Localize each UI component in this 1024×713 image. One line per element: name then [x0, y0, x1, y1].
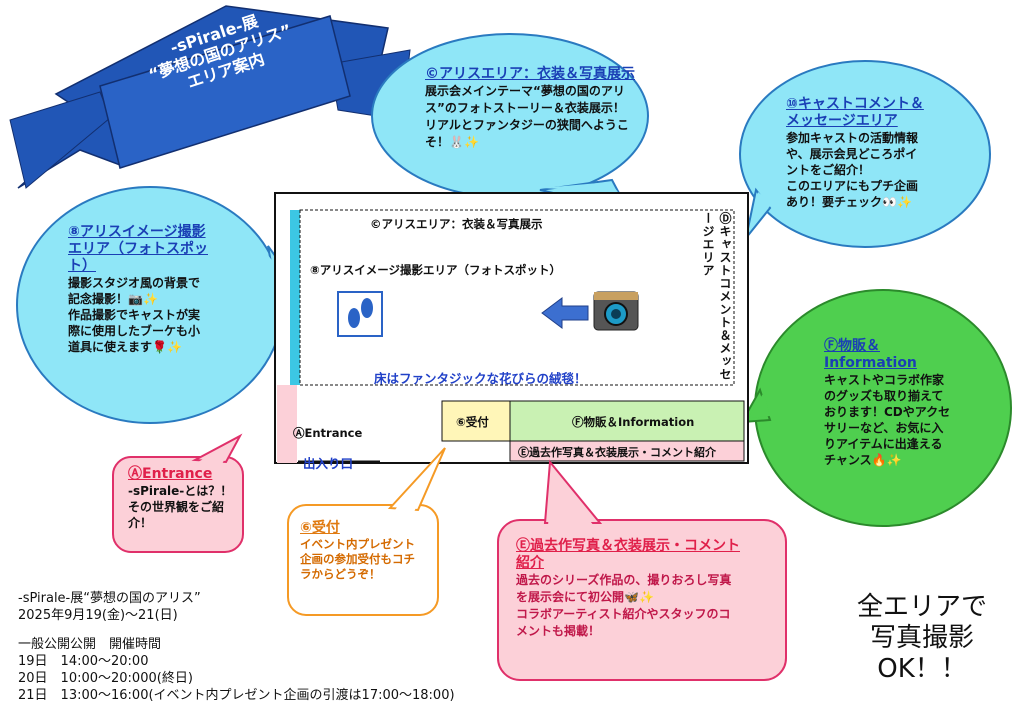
arrow-left-icon	[541, 297, 589, 329]
map-reception-label: ⑥受付	[456, 415, 489, 429]
callout-line: イベント内プレゼント	[300, 537, 415, 551]
map-entrance-label: ⒶEntrance	[293, 426, 363, 440]
callout-line: チャンス🔥✨	[824, 453, 902, 467]
photo-ok-line: OK！！	[877, 654, 967, 684]
callout-line: 撮影スタジオ風の背景で	[68, 276, 201, 290]
ribbon-main	[99, 15, 351, 169]
callout-heading: エリア（フォトスポッ	[68, 241, 208, 257]
box-entrance	[112, 433, 244, 553]
map-cast-vertical-label: Ⓓキャストコメント＆メッセージエリア	[701, 212, 732, 381]
map-floor-note: 床はファンタジックな花びらの絨毯！	[374, 371, 587, 386]
map-alice-area-label: ©アリスエリア：衣装＆写真展示	[370, 217, 543, 231]
box-past-works	[497, 459, 787, 681]
callout-line: その世界観をご紹	[128, 500, 225, 514]
callout-line: 参加キャストの活動情報	[786, 131, 919, 145]
callout-line: 作品撮影でキャストが実	[68, 308, 201, 322]
callout-heading: 紹介	[516, 555, 544, 571]
callout-line: 道具に使えます🌹✨	[68, 340, 182, 354]
box-reception	[287, 447, 446, 616]
event-schedule-row: 20日 10:00〜20:000(終日)	[18, 671, 193, 686]
map-photo-spot-label: ⑧アリスイメージ撮影エリア（フォトスポット）	[310, 263, 562, 277]
event-schedule-row: 19日 14:00〜20:00	[18, 654, 149, 669]
callout-line: メントも掲載！	[516, 624, 601, 638]
callout-heading: ⑧アリスイメージ撮影	[68, 224, 206, 240]
callout-line: 企画の参加受付もコチ	[300, 552, 415, 566]
callout-line: このエリアにもプチ企画	[786, 179, 919, 193]
callout-heading: メッセージエリア	[786, 113, 898, 129]
callout-line: 際に使用したブーケも小	[68, 324, 201, 338]
callout-line: サリーなど、お気に入	[824, 421, 944, 435]
callout-line: そ！🐰✨	[425, 135, 479, 149]
callout-heading: Information	[824, 355, 917, 371]
callout-line: を展示会にて初公開🦋✨	[516, 590, 654, 604]
callout-line: 展示会メインテーマ“夢想の国のアリ	[425, 84, 625, 98]
callout-line: のグッズも取り揃えて	[824, 389, 944, 403]
callout-heading: ©アリスエリア：衣装＆写真展示	[425, 66, 635, 82]
callout-heading: ⑥受付	[300, 520, 340, 536]
callout-entrance: ⒶEntrance -sPirale-とは？！ その世界観をご紹 介！	[128, 466, 232, 531]
callout-line: りアイテムに出逢える	[824, 437, 943, 451]
photo-ok-line: 写真撮影	[869, 623, 974, 653]
callout-line: ス”のフォトストーリー＆衣装展示！	[425, 101, 625, 115]
callout-photo-spot: ⑧アリスイメージ撮影 エリア（フォトスポッ ト） 撮影スタジオ風の背景で 記念撮…	[68, 224, 208, 355]
callout-line: 過去のシリーズ作品の、撮りおろし写真	[516, 573, 732, 587]
callout-heading: ⒶEntrance	[128, 466, 213, 482]
event-dates: 2025年9月19(金)〜21(日)	[18, 608, 178, 623]
event-info: -sPirale-展“夢想の国のアリス” 2025年9月19(金)〜21(日) …	[18, 590, 455, 704]
callout-line: あり！要チェック👀✨	[786, 195, 912, 209]
map-past-label: Ⓔ過去作写真＆衣装展示・コメント紹介	[518, 446, 716, 459]
callout-line: リアルとファンタジーの狭間へようこ	[425, 118, 629, 132]
bubble-goods	[740, 289, 1012, 527]
photo-ok-line: 全エリアで	[856, 592, 987, 622]
event-title: -sPirale-展“夢想の国のアリス”	[18, 591, 201, 606]
bubble-cast-comment	[739, 60, 991, 248]
event-schedule-row: 21日 13:00〜16:00(イベント内プレゼント企画の引渡は17:00〜18…	[18, 688, 455, 703]
callout-line: や、展示会見どころポイ	[786, 147, 918, 161]
callout-goods: Ⓕ物販＆ Information キャストやコラボ作家 のグッズも取り揃えて お…	[824, 338, 950, 468]
callout-heading: Ⓔ過去作写真＆衣装展示・コメント	[516, 538, 740, 554]
callout-line: キャストやコラボ作家	[824, 373, 945, 387]
floor-map	[274, 192, 749, 464]
callout-line: ラからどうぞ！	[300, 567, 381, 581]
callout-line: ントをご紹介！	[786, 163, 871, 177]
callout-line: おります！CDやアクセ	[824, 405, 951, 419]
callout-heading: ト）	[68, 258, 96, 274]
camera-icon	[593, 291, 639, 331]
callout-past-works: Ⓔ過去作写真＆衣装展示・コメント 紹介 過去のシリーズ作品の、撮りおろし写真 を…	[516, 538, 740, 640]
callout-line: 介！	[128, 516, 153, 530]
callout-heading: Ⓕ物販＆	[824, 338, 880, 354]
event-hours-heading: 一般公開公開 開催時間	[18, 637, 162, 652]
callout-line: コラボアーティスト紹介やスタッフのコ	[516, 607, 731, 621]
footprints-icon	[337, 291, 383, 337]
map-goods-label: Ⓕ物販＆Information	[572, 415, 695, 429]
callout-heading: ⑩キャストコメント＆	[786, 96, 924, 112]
callout-reception: ⑥受付 イベント内プレゼント 企画の参加受付もコチ ラからどうぞ！	[300, 520, 415, 582]
map-exit-label: 出入り口	[303, 456, 354, 471]
callout-alice-area: ©アリスエリア：衣装＆写真展示 展示会メインテーマ“夢想の国のアリ ス”のフォト…	[425, 66, 635, 151]
callout-cast-comment: ⑩キャストコメント＆ メッセージエリア 参加キャストの活動情報 や、展示会見どこ…	[786, 96, 924, 210]
callout-line: -sPirale-とは？！	[128, 484, 233, 498]
callout-line: 記念撮影！📷✨	[68, 292, 158, 306]
photo-ok-notice: 全エリアで 写真撮影 OK！！	[842, 592, 1002, 685]
